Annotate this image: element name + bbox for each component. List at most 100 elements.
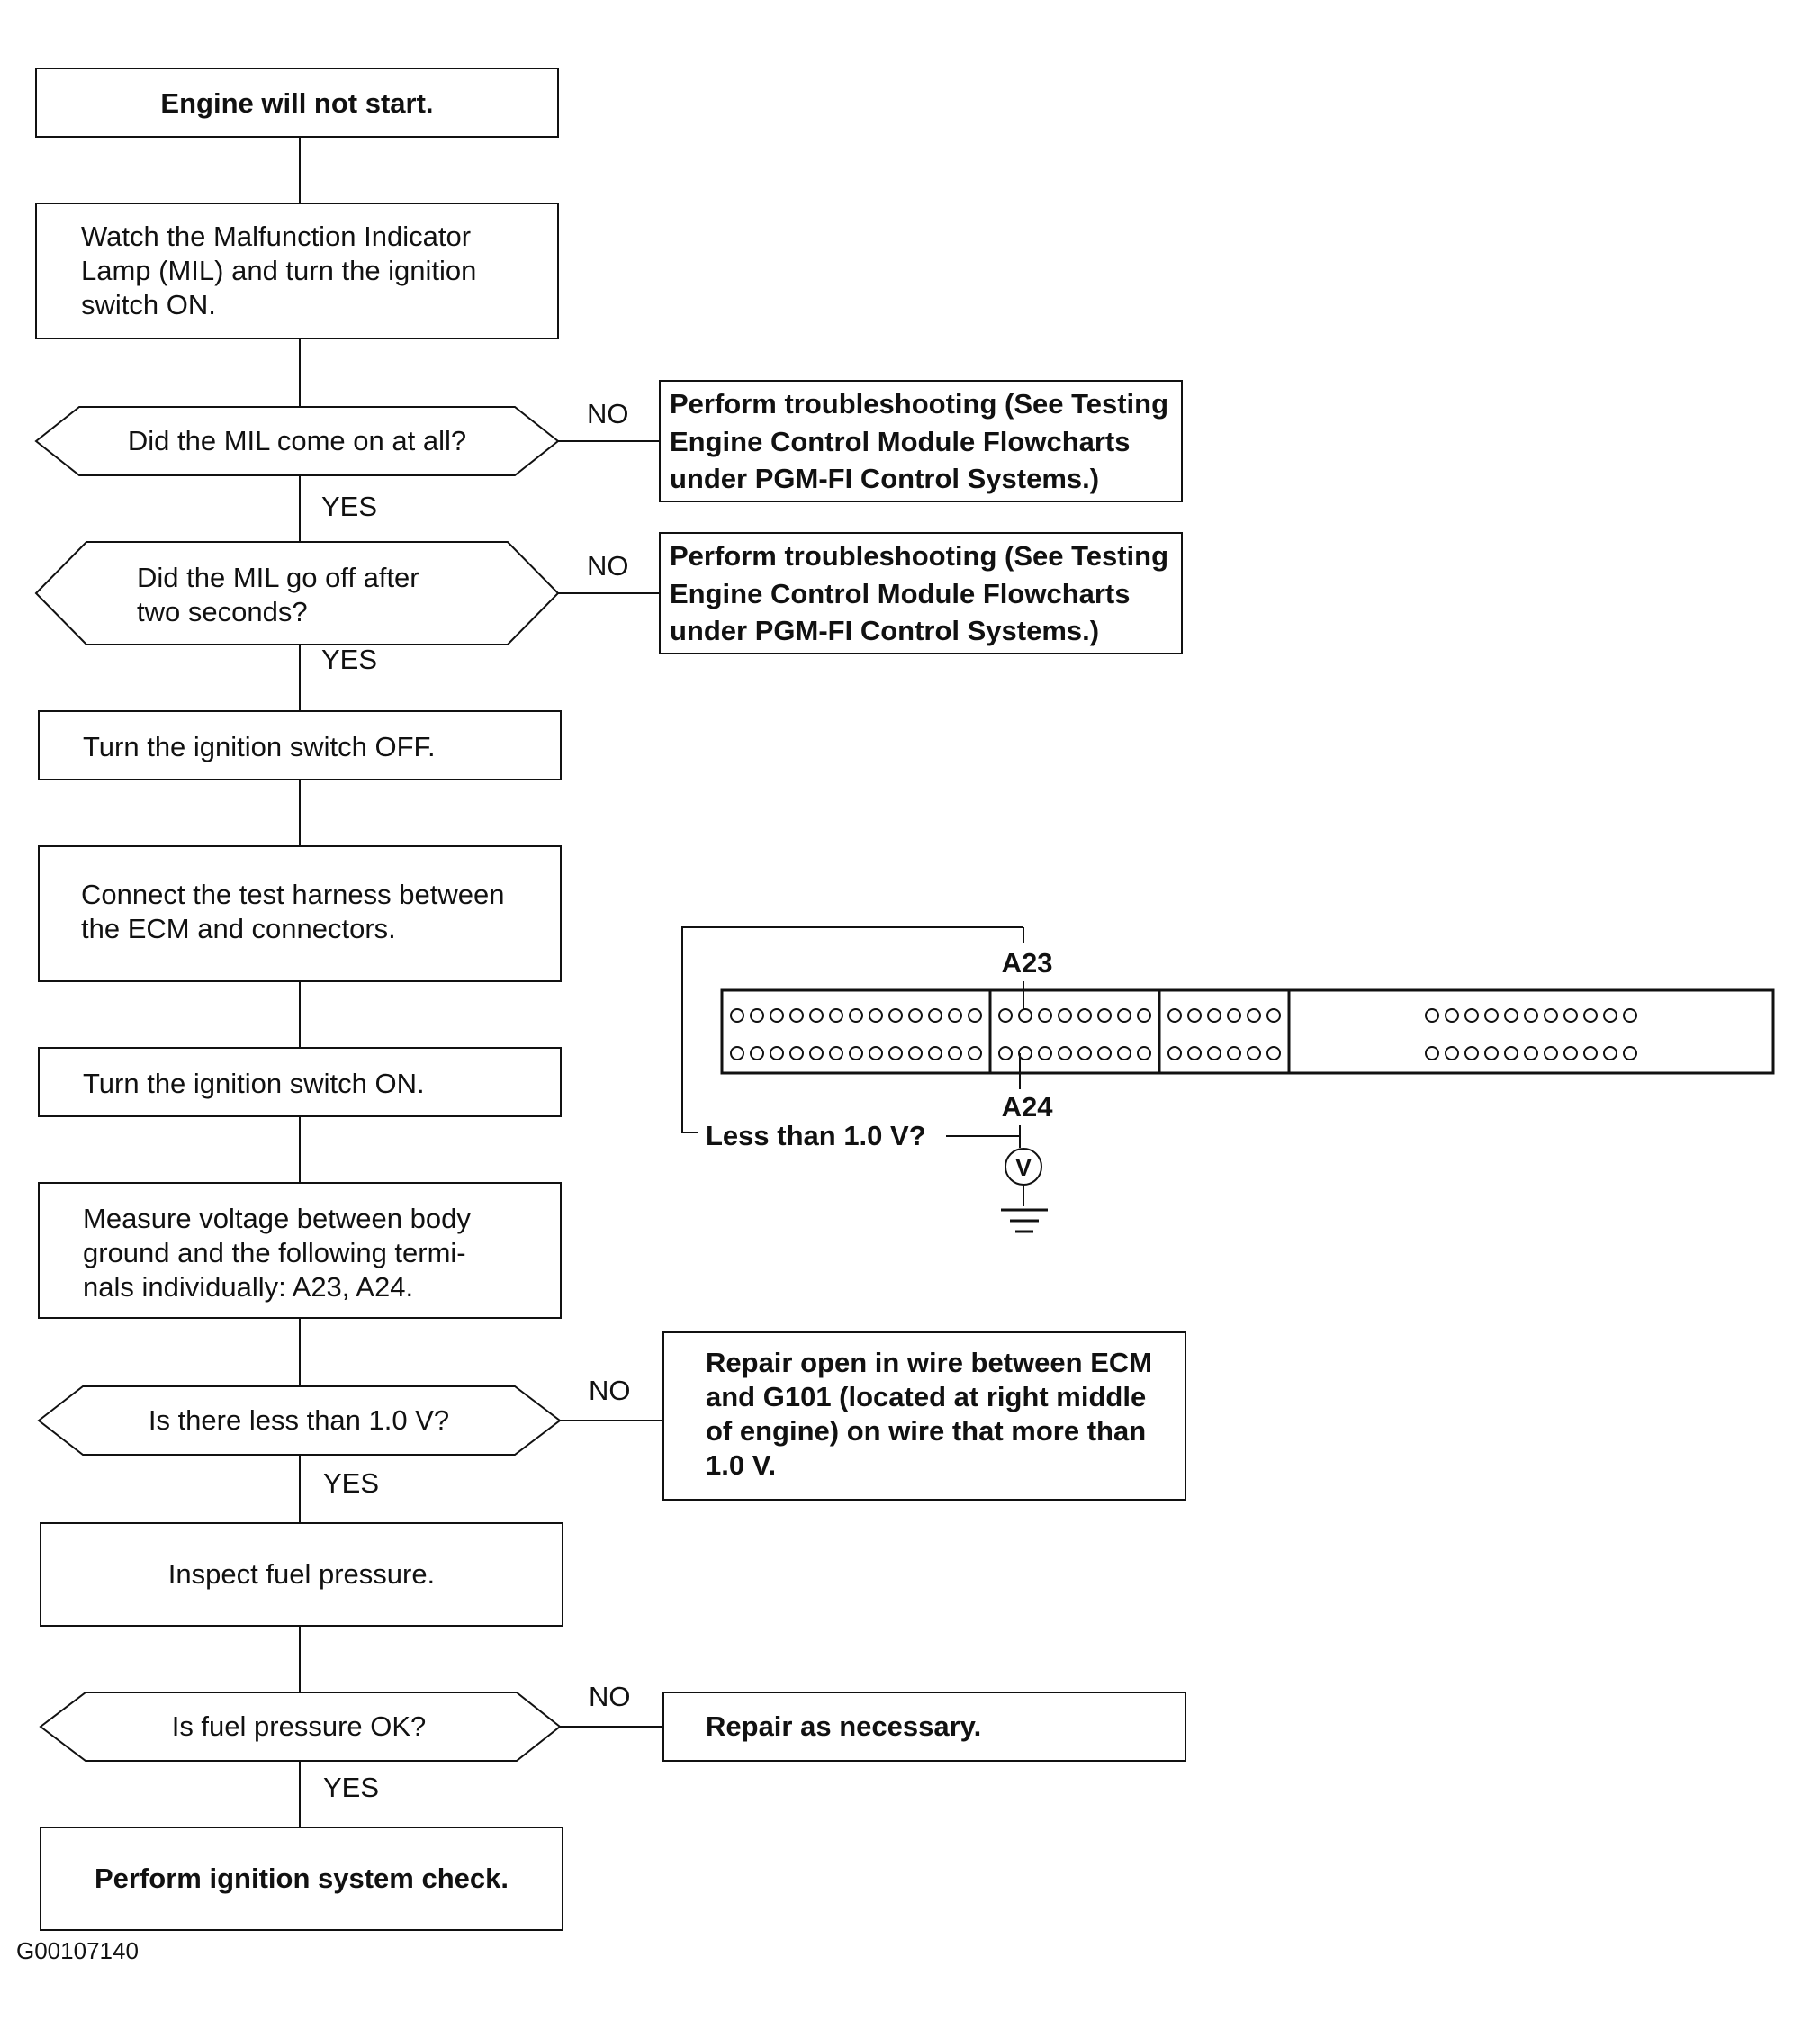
decision-mil-on-text: Did the MIL come on at all?: [128, 425, 466, 456]
connector-pin: [730, 1046, 744, 1060]
no-label: NO: [589, 1375, 631, 1406]
connector-pin: [809, 1046, 824, 1060]
step-switch-on-box: Turn the ignition switch ON.: [38, 1047, 562, 1117]
decision-mil-off: Did the MIL go off after two seconds?: [34, 541, 560, 645]
step-watch-mil-line: switch ON.: [81, 289, 216, 320]
connector-pin: [809, 1008, 824, 1023]
connector-pin: [1484, 1046, 1499, 1060]
no-fuel-box: Repair as necessary.: [662, 1692, 1186, 1762]
no-voltage-line: Repair open in wire between ECM: [706, 1347, 1152, 1378]
no-voltage-line: of engine) on wire that more than: [706, 1415, 1146, 1447]
connector-pin: [750, 1008, 764, 1023]
no-label: NO: [587, 398, 629, 429]
connector-pin: [888, 1008, 903, 1023]
no-mil-on-line: under PGM-FI Control Systems.): [670, 463, 1099, 494]
connector-pin: [1563, 1046, 1578, 1060]
terminal-a23-label: A23: [1002, 947, 1053, 979]
connector-pin: [968, 1008, 982, 1023]
start-box: Engine will not start.: [35, 68, 559, 138]
connector-pin: [1266, 1046, 1281, 1060]
connector-pin: [1207, 1008, 1221, 1023]
step-switch-on-text: Turn the ignition switch ON.: [83, 1068, 425, 1099]
connector-pin: [829, 1008, 843, 1023]
connector-pin: [789, 1046, 804, 1060]
connector-pin: [1077, 1008, 1092, 1023]
connector-pin: [1425, 1046, 1439, 1060]
no-mil-on-line: Perform troubleshooting (See Testing: [670, 388, 1168, 420]
ecm-connector-diagram: A23 A24 Less than 1.0 V? V: [681, 926, 1775, 1233]
step-connect-line: the ECM and connectors.: [81, 913, 396, 944]
connector-pin: [750, 1046, 764, 1060]
no-mil-on-box: Perform troubleshooting (See Testing Eng…: [659, 380, 1183, 502]
no-fuel-text: Repair as necessary.: [706, 1710, 981, 1742]
start-text: Engine will not start.: [160, 87, 433, 119]
step-measure-line: ground and the following termi-: [83, 1237, 466, 1268]
connector-pin: [869, 1046, 883, 1060]
connector-pin: [908, 1046, 923, 1060]
step-switch-off-box: Turn the ignition switch OFF.: [38, 710, 562, 780]
connector-pin: [1563, 1008, 1578, 1023]
connector-pin: [1603, 1046, 1617, 1060]
yes-label: YES: [323, 1772, 379, 1803]
connector-pin: [1038, 1046, 1052, 1060]
yes-label: YES: [321, 491, 377, 522]
step-measure-box: Measure voltage between body ground and …: [38, 1182, 562, 1319]
no-mil-off-line: Engine Control Module Flowcharts: [670, 578, 1131, 609]
no-mil-off-box: Perform troubleshooting (See Testing Eng…: [659, 532, 1183, 654]
test-lead-loop: [681, 926, 1023, 1133]
connector-pin: [1445, 1008, 1459, 1023]
connector-pins: [730, 990, 1637, 1073]
decision-voltage: Is there less than 1.0 V?: [37, 1385, 562, 1456]
no-mil-on-line: Engine Control Module Flowcharts: [670, 426, 1131, 457]
step-connect-line: Connect the test harness between: [81, 879, 504, 910]
connector-pin: [998, 1008, 1013, 1023]
connector-pin: [1137, 1046, 1151, 1060]
no-voltage-box: Repair open in wire between ECM and G101…: [662, 1331, 1186, 1501]
connector-pin: [1117, 1008, 1131, 1023]
decision-mil-off-line: two seconds?: [137, 596, 308, 627]
connector-pin: [928, 1008, 942, 1023]
connector-pin: [789, 1008, 804, 1023]
no-label: NO: [587, 550, 629, 582]
voltmeter-symbol: V: [1015, 1154, 1032, 1181]
connector-pin: [1077, 1046, 1092, 1060]
no-voltage-line: 1.0 V.: [706, 1449, 776, 1481]
connector-pin: [1058, 1008, 1072, 1023]
connector-pin: [1018, 1046, 1032, 1060]
connector-pin: [770, 1008, 784, 1023]
decision-mil-on: Did the MIL come on at all?: [34, 406, 560, 476]
connector-pin: [1504, 1008, 1518, 1023]
terminal-a24-label: A24: [1002, 1091, 1054, 1123]
connector-pin: [1058, 1046, 1072, 1060]
connector-pin: [1445, 1046, 1459, 1060]
decision-fuel: Is fuel pressure OK?: [39, 1692, 562, 1762]
connector-pin: [829, 1046, 843, 1060]
connector-pin: [998, 1046, 1013, 1060]
step-connect-box: Connect the test harness between the ECM…: [38, 845, 562, 982]
connector-pin: [1484, 1008, 1499, 1023]
flow-connectors: [299, 137, 663, 1827]
connector-pin: [1137, 1008, 1151, 1023]
connector-pin: [1544, 1046, 1558, 1060]
decision-voltage-text: Is there less than 1.0 V?: [149, 1404, 449, 1436]
connector-pin: [1524, 1046, 1538, 1060]
connector-pin: [849, 1008, 863, 1023]
yes-label: YES: [323, 1467, 379, 1499]
connector-pin: [948, 1008, 962, 1023]
step-measure-line: Measure voltage between body: [83, 1203, 471, 1234]
connector-pin: [1247, 1046, 1261, 1060]
connector-pin: [1187, 1008, 1202, 1023]
connector-pin: [1097, 1008, 1112, 1023]
connector-pin: [1603, 1008, 1617, 1023]
connector-pin: [888, 1046, 903, 1060]
no-mil-off-line: Perform troubleshooting (See Testing: [670, 540, 1168, 572]
connector-pin: [1266, 1008, 1281, 1023]
connector-pin: [1167, 1008, 1182, 1023]
connector-pin: [1167, 1046, 1182, 1060]
connector-pin: [869, 1008, 883, 1023]
decision-fuel-text: Is fuel pressure OK?: [172, 1710, 427, 1742]
connector-pin: [1038, 1008, 1052, 1023]
connector-pin: [1504, 1046, 1518, 1060]
connector-pin: [849, 1046, 863, 1060]
